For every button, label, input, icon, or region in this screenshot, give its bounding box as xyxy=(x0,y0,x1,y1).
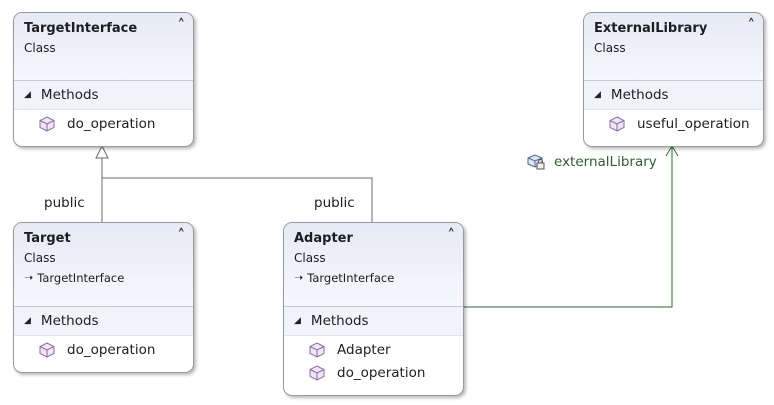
methods-section-header[interactable]: ◢ Methods xyxy=(584,81,763,110)
method-item[interactable]: useful_operation xyxy=(584,112,763,135)
class-stereotype: Class xyxy=(594,41,626,55)
method-name: do_operation xyxy=(67,341,156,358)
inherits-line: ➝ TargetInterface xyxy=(24,270,183,286)
inheritance-line-adapter xyxy=(102,177,373,222)
section-label: Methods xyxy=(40,313,99,329)
method-cube-icon xyxy=(309,341,325,358)
method-item[interactable]: Adapter xyxy=(284,338,463,361)
section-label: Methods xyxy=(40,87,99,103)
triangle-expanded-icon[interactable]: ◢ xyxy=(24,316,31,326)
association-label[interactable]: externalLibrary xyxy=(526,153,657,171)
double-chevron-up-icon[interactable]: ˄ xyxy=(747,16,756,34)
section-label: Methods xyxy=(610,87,669,103)
methods-section-header[interactable]: ◢ Methods xyxy=(14,81,193,110)
inherits-arrow-icon: ➝ xyxy=(24,271,34,284)
triangle-expanded-icon[interactable]: ◢ xyxy=(24,90,31,100)
methods-section-header[interactable]: ◢ Methods xyxy=(284,307,463,336)
section-label: Methods xyxy=(310,313,369,329)
triangle-expanded-icon[interactable]: ◢ xyxy=(294,316,301,326)
method-name: Adapter xyxy=(337,341,391,358)
inherits-line: ➝ TargetInterface xyxy=(294,270,453,286)
association-label-text: externalLibrary xyxy=(554,154,657,170)
base-class-name: TargetInterface xyxy=(307,271,395,285)
method-cube-icon xyxy=(309,364,325,381)
class-stereotype: Class xyxy=(24,251,56,265)
inherits-arrow-icon: ➝ xyxy=(294,271,304,284)
field-lock-icon xyxy=(527,154,545,170)
class-box-target[interactable]: Target Class ➝ TargetInterface ˄ ◢ Metho… xyxy=(13,222,194,373)
class-stereotype: Class xyxy=(294,251,326,265)
class-header: ExternalLibrary Class ˄ xyxy=(584,13,763,81)
method-name: useful_operation xyxy=(637,115,750,132)
base-class-name: TargetInterface xyxy=(37,271,125,285)
double-chevron-up-icon[interactable]: ˄ xyxy=(177,226,186,244)
methods-section-header[interactable]: ◢ Methods xyxy=(14,307,193,336)
triangle-expanded-icon[interactable]: ◢ xyxy=(594,90,601,100)
method-name: do_operation xyxy=(337,364,426,381)
class-stereotype: Class xyxy=(24,41,56,55)
method-cube-icon xyxy=(39,341,55,358)
class-name: Adapter xyxy=(294,231,353,246)
class-box-external-library[interactable]: ExternalLibrary Class ˄ ◢ Methods useful… xyxy=(583,12,764,147)
method-item[interactable]: do_operation xyxy=(14,112,193,135)
class-box-adapter[interactable]: Adapter Class ➝ TargetInterface ˄ ◢ Meth… xyxy=(283,222,464,396)
target-inheritance-label: public xyxy=(44,195,85,211)
class-header: TargetInterface Class ˄ xyxy=(14,13,193,81)
method-cube-icon xyxy=(39,115,55,132)
method-name: do_operation xyxy=(67,115,156,132)
class-header: Target Class ➝ TargetInterface ˄ xyxy=(14,223,193,307)
association-line xyxy=(463,146,673,308)
class-name: Target xyxy=(24,231,71,246)
double-chevron-up-icon[interactable]: ˄ xyxy=(447,226,456,244)
class-name: ExternalLibrary xyxy=(594,21,708,36)
class-name: TargetInterface xyxy=(24,21,138,36)
double-chevron-up-icon[interactable]: ˄ xyxy=(177,16,186,34)
class-header: Adapter Class ➝ TargetInterface ˄ xyxy=(284,223,463,307)
method-cube-icon xyxy=(609,115,625,132)
class-box-target-interface[interactable]: TargetInterface Class ˄ ◢ Methods do_ope… xyxy=(13,12,194,147)
method-item[interactable]: do_operation xyxy=(14,338,193,361)
adapter-inheritance-label: public xyxy=(314,195,355,211)
method-item[interactable]: do_operation xyxy=(284,361,463,384)
inheritance-arrowhead xyxy=(95,144,109,159)
